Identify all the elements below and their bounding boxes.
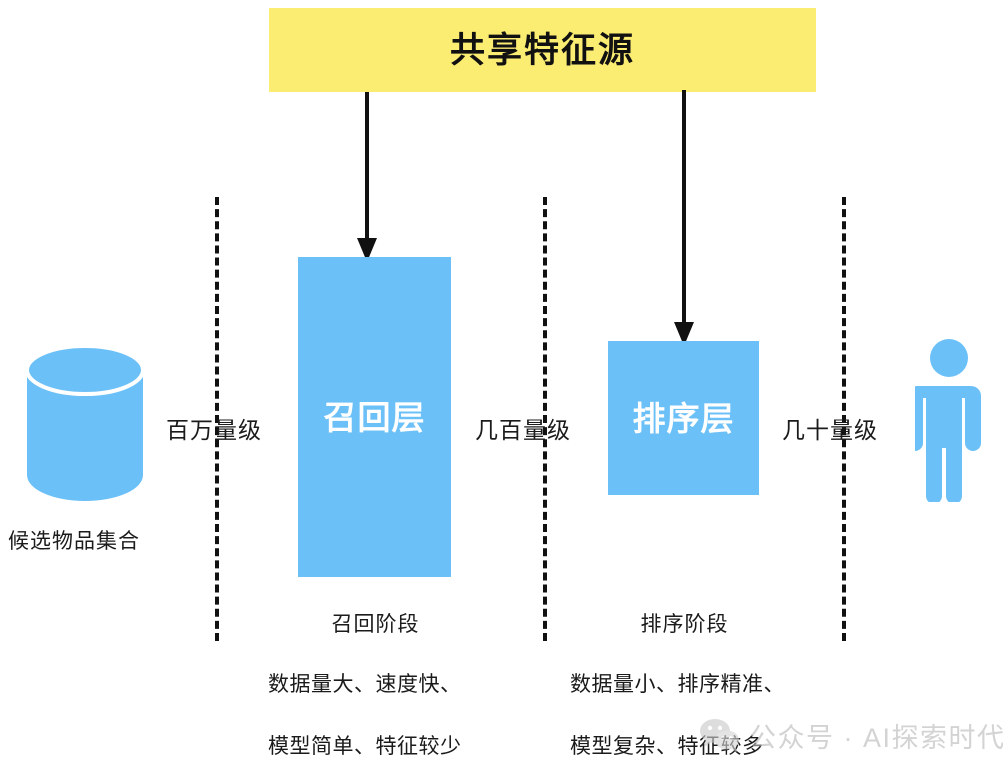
wechat-icon bbox=[700, 718, 739, 752]
ranking-layer-box: 排序层 bbox=[608, 341, 759, 495]
database-cylinder-icon bbox=[25, 344, 145, 501]
shared-feature-source-label: 共享特征源 bbox=[449, 30, 635, 70]
recall-stage-description: 数据量大、速度快、 模型简单、特征较少 bbox=[268, 672, 462, 759]
ranking-stage-name: 排序阶段 bbox=[640, 613, 729, 636]
recall-stage-description-line2: 模型简单、特征较少 bbox=[268, 735, 462, 759]
ranking-stage-description-line1: 数据量小、排序精准、 bbox=[570, 673, 785, 696]
watermark: 公众号 · AI探索时代 bbox=[700, 716, 1003, 755]
recall-stage-name: 召回阶段 bbox=[331, 613, 420, 636]
arrow-source-to-ranking-icon bbox=[674, 90, 694, 346]
shared-feature-source-box: 共享特征源 bbox=[269, 8, 816, 92]
candidate-store-label: 候选物品集合 bbox=[8, 530, 140, 553]
recall-layer-box: 召回层 bbox=[298, 257, 451, 577]
watermark-text: 公众号 · AI探索时代 bbox=[749, 723, 1003, 753]
scale-label-hundreds: 几百量级 bbox=[475, 417, 571, 443]
ranking-layer-label: 排序层 bbox=[632, 399, 735, 437]
stage-divider-3 bbox=[842, 197, 846, 641]
arrow-source-to-recall-icon bbox=[357, 92, 377, 262]
scale-label-tens: 几十量级 bbox=[782, 417, 878, 443]
scale-label-million: 百万量级 bbox=[166, 417, 262, 443]
person-icon bbox=[915, 339, 981, 502]
recall-stage-description-line1: 数据量大、速度快、 bbox=[268, 673, 462, 696]
stage-divider-1 bbox=[215, 197, 219, 641]
recall-layer-label: 召回层 bbox=[323, 398, 426, 436]
stage-divider-2 bbox=[543, 197, 547, 641]
